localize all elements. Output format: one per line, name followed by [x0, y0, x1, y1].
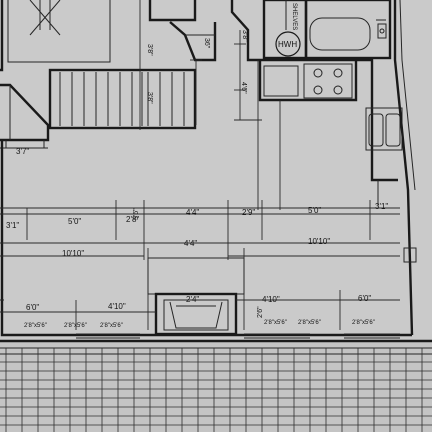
dim-row1-4: 2'9": [242, 208, 255, 217]
dimension-row-1: 3'1" 5'0" 2'8" 4'4" 2'9" 5'0" 3'1" 5'6": [0, 200, 400, 260]
dim-row3-2: 2'4": [186, 295, 199, 304]
window-tags: 2'8"x5'6" 2'8"x5'6" 2'8"x5'6" 2'8"x5'6" …: [24, 320, 400, 339]
dim-vert-5-6: 5'6": [133, 208, 140, 220]
dim-row2-0: 10'10": [62, 249, 84, 258]
window-tag-6: 2'8"x5'6": [352, 320, 375, 326]
dim-row1-3: 4'4": [186, 208, 199, 217]
window-tag-3: 2'8"x5'6": [100, 323, 123, 329]
dim-row1-2: 2'8": [126, 215, 139, 224]
window-tag-2: 2'8"x5'6": [64, 323, 87, 329]
dim-top-3-8-b: 3'8": [146, 92, 153, 104]
dim-stair-landing: 3'7": [16, 147, 29, 156]
stair-top-left: [0, 0, 111, 72]
fireplace: 2'4": [154, 292, 238, 336]
kitchen-counters: [257, 58, 403, 210]
porch-deck-grid: [0, 339, 432, 432]
water-heater-circle: [275, 31, 301, 57]
stairs-flight: [48, 68, 197, 130]
bathroom: [304, 0, 392, 60]
dim-top-36: 36": [203, 38, 210, 49]
closet-center: 3'8" 3'8" 36": [139, 0, 217, 130]
dim-row1-6: 3'1": [375, 202, 388, 211]
hall-to-bath: 3'8" 4'6": [230, 0, 262, 121]
dim-row3-4: 6'0": [358, 294, 371, 303]
dim-row3-0: 6'0": [26, 303, 39, 312]
dim-right-4-6: 4'6": [240, 82, 247, 94]
dim-top-3-8-c: 3'8": [241, 30, 248, 42]
water-heater-label: HWH: [278, 40, 297, 49]
stair-landing-left: 3'7": [0, 83, 50, 156]
shelves-label: SHELVES: [291, 3, 297, 30]
window-tag-1: 2'8"x5'6": [24, 323, 47, 329]
dim-row3-1: 4'10": [108, 302, 126, 311]
window-tag-4: 2'8"x5'6": [264, 320, 287, 326]
dim-row1-5: 5'0": [308, 206, 321, 215]
window-tag-5: 2'8"x5'6": [298, 320, 321, 326]
dim-vert-2-6: 2'6": [257, 306, 264, 318]
dim-row2-2: 10'10": [308, 237, 330, 246]
range-icon: [303, 63, 353, 99]
dim-row1-0: 3'1": [6, 221, 19, 230]
outlet-box: [403, 247, 417, 263]
dim-row2-1: 4'4": [184, 239, 197, 248]
dim-row1-1: 5'0": [68, 217, 81, 226]
bathtub-icon: [309, 17, 371, 51]
dim-top-3-8-a: 3'8": [146, 44, 153, 56]
dim-row3-3: 4'10": [262, 295, 280, 304]
dimension-row-3: 6'0" 4'10" 4'10" 6'0" 2'6": [0, 290, 400, 330]
room-walls: [0, 0, 417, 337]
